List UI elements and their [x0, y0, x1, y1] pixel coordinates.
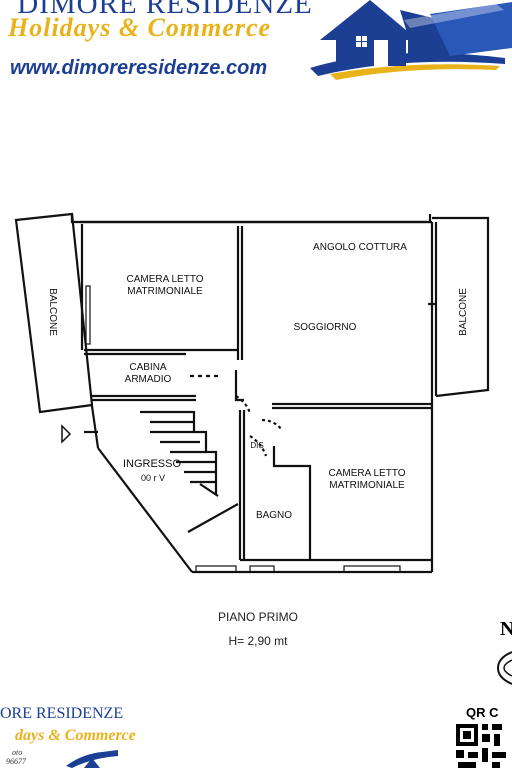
qr-code-icon[interactable] [452, 720, 512, 768]
room-label-bagno: BAGNO [255, 510, 293, 521]
room-label-ingresso: INGRESSO [122, 458, 182, 470]
house-logo-icon [310, 0, 512, 80]
qr-label: QR C [466, 705, 499, 720]
room-label-angolo-cottura: ANGOLO COTTURA [313, 242, 407, 253]
footer-logo-icon [66, 750, 118, 768]
footer-small-text-1: oto [12, 748, 23, 757]
footer-brand: ORE RESIDENZE [0, 705, 124, 722]
floor-plan [14, 212, 490, 574]
floor-height: H= 2,90 mt [228, 634, 288, 648]
entry-arrow-icon [61, 424, 72, 444]
brand-tagline: Holidays & Commerce [8, 13, 272, 42]
north-arrow-icon [496, 651, 512, 685]
room-label-balcone-right: BALCONE [458, 288, 469, 336]
floor-name: PIANO PRIMO [217, 610, 298, 624]
balcony-left [14, 212, 94, 414]
room-label-camera-letto-1: CAMERA LETTO MATRIMONIALE [126, 274, 204, 297]
footer-small-text-2: 96677 [6, 757, 26, 766]
room-label-soggiorno: SOGGIORNO [293, 322, 357, 333]
room-label-dis: DIS [250, 441, 264, 450]
balcony-right [432, 216, 490, 398]
room-label-ingresso-note: 00 r V [140, 473, 165, 483]
room-label-camera-letto-2: CAMERA LETTO MATRIMONIALE [328, 468, 406, 491]
room-label-balcone-left: BALCONE [47, 288, 58, 336]
north-label: N [500, 618, 512, 640]
footer-tagline: days & Commerce [15, 727, 136, 744]
website-link[interactable]: www.dimoreresidenze.com [10, 57, 268, 79]
brand-name: DIMORE RESIDENZE [17, 0, 313, 20]
room-label-cabina-armadio: CABINA ARMADIO [124, 362, 172, 385]
